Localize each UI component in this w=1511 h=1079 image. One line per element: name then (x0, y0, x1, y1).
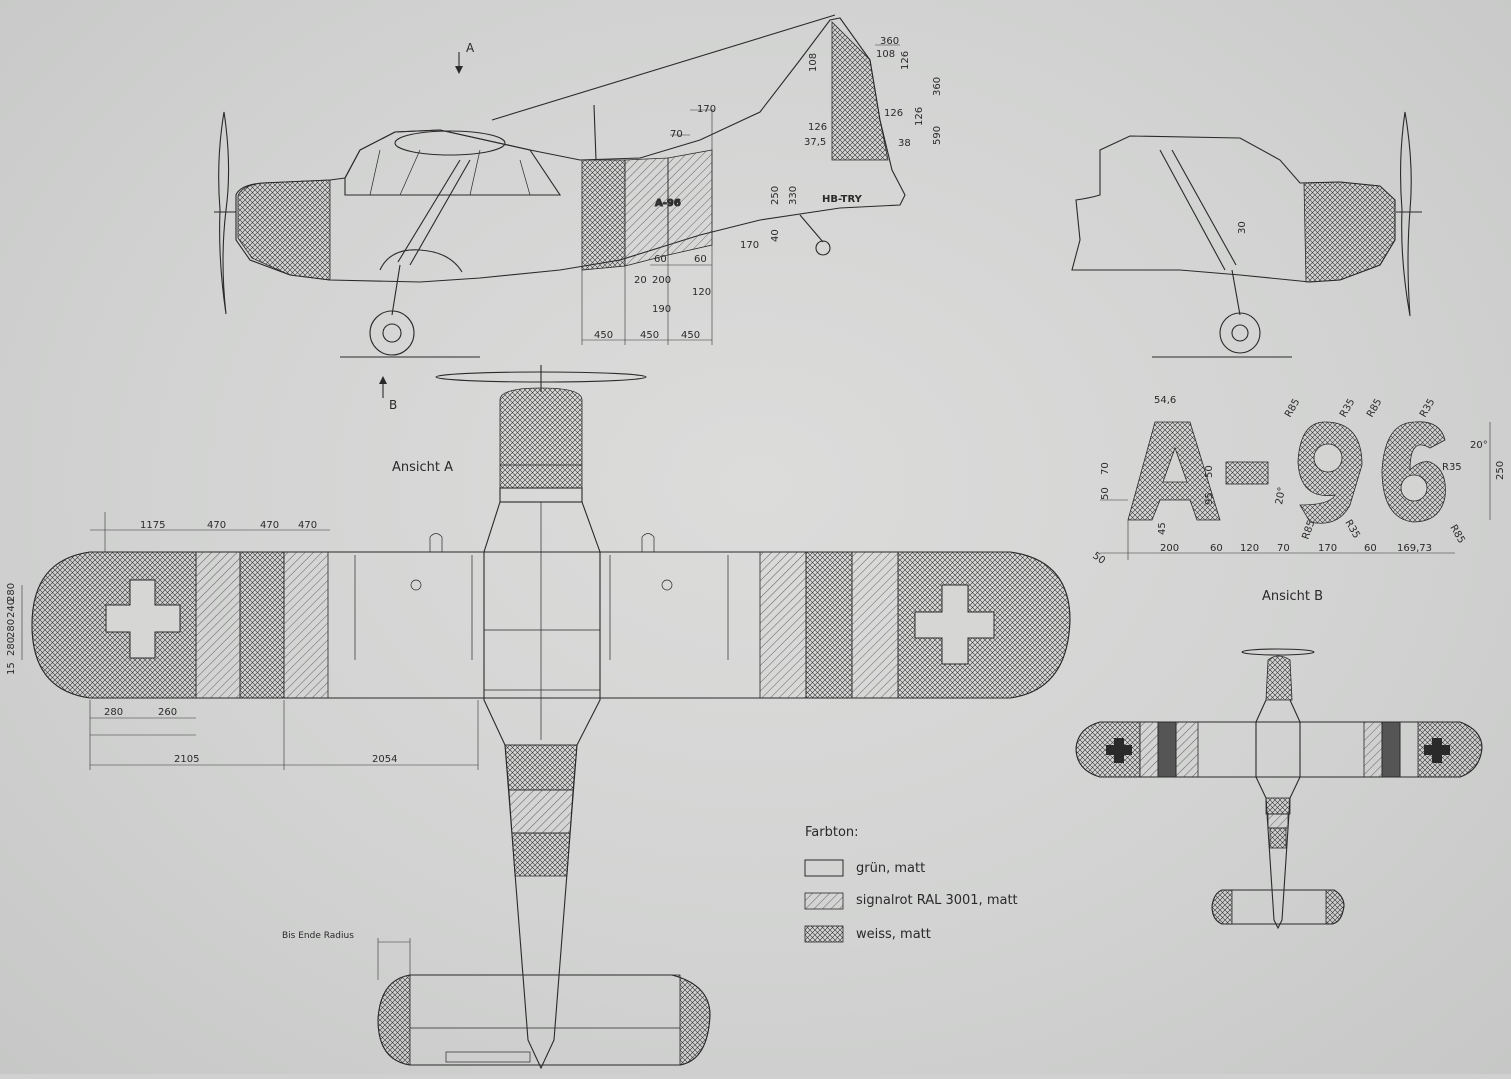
dim-let-r35d: R35 (1342, 518, 1361, 541)
dim-let-20deg-b: 20° (1274, 486, 1288, 505)
arrow-b-label: B (389, 398, 397, 412)
legend-title: Farbton: (805, 825, 859, 840)
dim-wing-470c: 470 (298, 520, 317, 531)
dim-wb-2054: 2054 (372, 754, 397, 765)
dim-let-60b: 60 (1364, 543, 1377, 554)
front-view: 30 (1071, 111, 1422, 358)
dim-tail-108: 108 (876, 49, 895, 60)
dim-front-30: 30 (1237, 221, 1248, 234)
dim-let-r35c: R35 (1442, 462, 1462, 473)
dim-let-45: 45 (1157, 522, 1168, 535)
dim-190: 190 (652, 304, 671, 315)
dim-let-200: 200 (1160, 543, 1179, 554)
legend-swatch-signalrot (804, 892, 844, 910)
dim-170-top: 170 (697, 104, 716, 115)
top-view: 1175 470 470 470 280 240 280 280 15 280 … (6, 365, 1071, 1070)
dim-let-r85a: R85 (1283, 397, 1302, 420)
dim-wing-470a: 470 (207, 520, 226, 531)
dim-tail-108b: 108 (808, 53, 819, 72)
dim-tail-360b: 360 (932, 77, 943, 96)
dim-wb-280: 280 (104, 707, 123, 718)
dim-wing-1175: 1175 (140, 520, 165, 531)
svg-text:A-96: A-96 (655, 198, 681, 209)
dim-let-r85c: R85 (1300, 519, 1317, 541)
dim-let-r85d: R85 (1447, 523, 1466, 546)
dim-let-20deg: 20° (1470, 440, 1488, 451)
dim-let-169-73: 169,73 (1397, 543, 1432, 554)
dim-wb-260: 260 (158, 707, 177, 718)
arrow-a-label: A (466, 41, 475, 55)
dim-wing-470b: 470 (260, 520, 279, 531)
dim-let-r35a: R35 (1338, 397, 1357, 420)
dim-wl-280a: 280 (6, 583, 17, 602)
dim-fuse-1: 450 (594, 330, 613, 341)
dim-60b: 60 (694, 254, 707, 265)
legend-swatch-gruen (804, 859, 844, 877)
legend-label-weiss: weiss, matt (856, 927, 931, 942)
dim-let-70b: 70 (1277, 543, 1290, 554)
legend: Farbton: grün, matt signalrot RAL 3001, … (804, 825, 1018, 943)
dim-40: 40 (770, 229, 781, 242)
dim-wl-240: 240 (6, 599, 17, 618)
bottom-view (1075, 648, 1483, 930)
dim-let-50a: 50 (1100, 487, 1111, 500)
dim-let-50b: 50 (1204, 465, 1215, 478)
legend-label-signalrot: signalrot RAL 3001, matt (856, 893, 1018, 908)
dim-wl-280b: 280 (6, 619, 17, 638)
dim-tail-126a: 126 (900, 51, 911, 70)
dim-330: 330 (788, 186, 799, 205)
dim-tail-38: 38 (898, 138, 911, 149)
dim-let-r85b: R85 (1365, 397, 1384, 420)
dim-let-70: 70 (1100, 462, 1111, 475)
dim-let-r35b: R35 (1418, 397, 1437, 420)
side-view: HB-TRY 450 450 450 170 70 A-96 60 60 170… (214, 14, 943, 412)
dim-let-60a: 60 (1210, 543, 1223, 554)
dim-wl-280c: 280 (6, 637, 17, 656)
dim-tail-37-5: 37,5 (804, 137, 826, 148)
dim-250: 250 (770, 186, 781, 205)
dim-200: 200 (652, 275, 671, 286)
dim-let-95: 95 (1204, 492, 1215, 505)
dim-20: 20 (634, 275, 647, 286)
dim-let-170: 170 (1318, 543, 1337, 554)
dim-let-120: 120 (1240, 543, 1259, 554)
bis-ende-radius-label: Bis Ende Radius (282, 931, 354, 941)
ansicht-a-label: Ansicht A (392, 460, 453, 475)
dim-tail-590: 590 (932, 126, 943, 145)
dim-wb-2105: 2105 (174, 754, 199, 765)
lettering-detail: 54,6 R85 R35 R85 R35 20° R35 70 50 250 9… (1090, 395, 1506, 604)
dim-tail-360: 360 (880, 36, 899, 47)
dim-let-54-6: 54,6 (1154, 395, 1176, 406)
dim-70-top: 70 (670, 129, 683, 140)
dim-60a: 60 (654, 254, 667, 265)
dim-wl-15: 15 (6, 662, 17, 675)
dim-tail-126d: 126 (808, 122, 827, 133)
legend-label-gruen: grün, matt (856, 861, 925, 876)
dim-120: 120 (692, 287, 711, 298)
ansicht-b-label: Ansicht B (1262, 589, 1323, 604)
dim-170-side: 170 (740, 240, 759, 251)
legend-swatch-weiss (804, 925, 844, 943)
registration-side: HB-TRY (822, 194, 863, 205)
dim-let-250: 250 (1495, 461, 1506, 480)
dim-fuse-3: 450 (681, 330, 700, 341)
dim-tail-126b: 126 (884, 108, 903, 119)
dim-fuse-2: 450 (640, 330, 659, 341)
dim-tail-126c: 126 (914, 107, 925, 126)
